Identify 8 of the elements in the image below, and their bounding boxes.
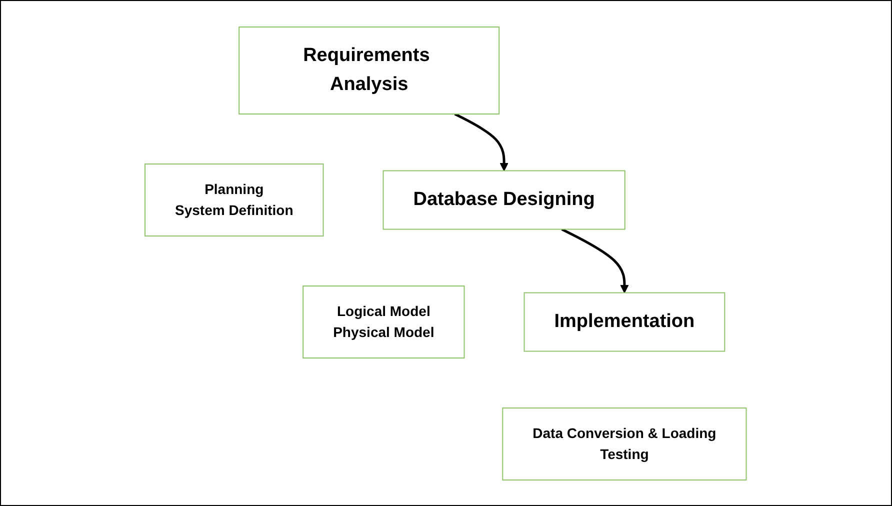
node-box: Requirements Analysis: [238, 26, 500, 114]
node-box: Implementation: [524, 292, 726, 352]
arrow: [454, 112, 509, 171]
node-box: Database Designing: [383, 170, 626, 230]
arrow: [562, 228, 630, 293]
node-box: Data Conversion & Loading Testing: [502, 407, 748, 480]
node-box: Logical Model Physical Model: [302, 285, 466, 358]
node-box: Planning System Definition: [144, 163, 324, 236]
